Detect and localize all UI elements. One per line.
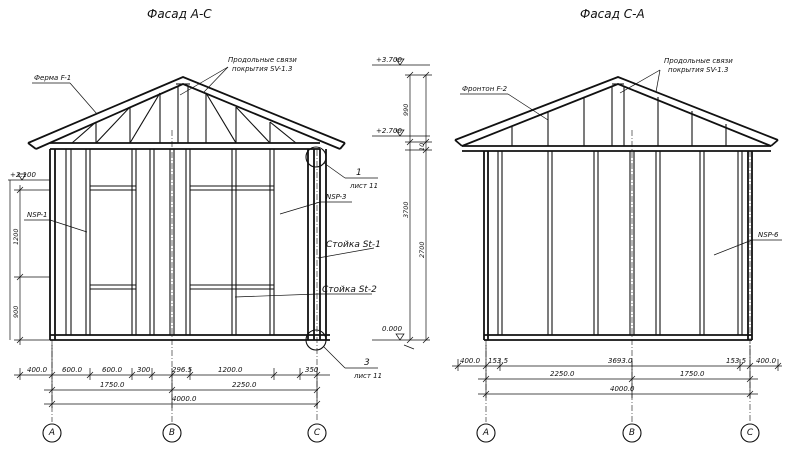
right-axis-bubbles: A B C [476,423,760,443]
right-facade: Фронтон F-2 Продольные связи покрытия SV… [452,57,782,443]
right-horizontal-dims: 400.0 153.5 3693.0 153.5 400.0 2250.0 17… [452,345,782,398]
left-facade: 1 лист 11 3 лист 11 Ферма F-1 Продольные… [8,56,382,443]
post2-label: Стойка St-2 [322,285,377,295]
dim-1200-h: 1200.0 [218,366,243,374]
ties-label-2: покрытия SV-1.3 [232,65,292,73]
rdim-3693: 3693.0 [608,357,633,365]
callout-1-sheet: лист 11 [349,182,378,190]
dim-600-a: 600.0 [62,366,83,374]
dim-300: 300 [137,366,151,374]
left-facade-title: Фасад А-С [147,7,212,21]
callout-1-number: 1 [356,168,362,178]
dim-990: 990 [402,104,410,116]
right-ties-label: Продольные связи [664,57,733,65]
dim-1750-left: 1750.0 [100,381,125,389]
axis-a-left: A [48,428,55,438]
dim-10: 10 [418,143,426,151]
dim-3700: 3700 [402,201,410,218]
rdim-2250: 2250.0 [550,370,575,378]
middle-levels: +3.700 +2.700 0.000 990 10 3700 2700 [372,56,432,350]
left-truss [27,76,346,150]
left-axis-bubbles: A B C [42,423,327,443]
level-0000: 0.000 [382,325,403,333]
left-horizontal-dims: 400.0 600.0 600.0 300 296.5 1200.0 350 1… [14,345,330,408]
rdim-400-left: 400.0 [460,357,481,365]
dim-1200: 1200 [12,228,20,245]
truss-label: Ферма F-1 [34,74,71,82]
axis-a-right: A [482,428,489,438]
nsp6-label: NSP-6 [758,231,779,239]
rdim-153-right: 153.5 [726,357,747,365]
dim-2700: 2700 [418,241,426,258]
rdim-1750: 1750.0 [680,370,705,378]
dim-400-left: 400.0 [27,366,48,374]
right-wall-frame [483,151,753,341]
rdim-153-left: 153.5 [488,357,509,365]
dim-4000-left: 4000.0 [172,395,197,403]
rdim-4000: 4000.0 [610,385,635,393]
right-gable [454,76,779,152]
dim-900: 900 [12,306,20,318]
ties-label: Продольные связи [228,56,297,64]
left-vertical-dims: 1200 900 [12,185,50,345]
callout-3-sheet: лист 11 [353,372,382,380]
axis-b-right: B [629,428,635,438]
rdim-400-right: 400.0 [756,357,777,365]
level-2700: +2.700 [376,127,402,135]
dim-2965: 296.5 [172,366,193,374]
callout-3-number: 3 [364,358,370,368]
gable-label: Фронтон F-2 [462,85,508,93]
right-ties-label-2: покрытия SV-1.3 [668,66,728,74]
dim-2250-left: 2250.0 [232,381,257,389]
nsp3-label: NSP-3 [326,193,347,201]
right-facade-title: Фасад С-А [580,7,645,21]
level-3700: +3.700 [376,56,402,64]
nsp1-label: NSP-1 [27,211,48,219]
axis-c-left: C [314,428,321,438]
axis-c-right: C [747,428,754,438]
dim-600-b: 600.0 [102,366,123,374]
axis-b-left: B [169,428,175,438]
post1-label: Стойка St-1 [326,240,381,250]
dim-350: 350 [305,366,319,374]
left-wall-frame [49,149,330,341]
level-2100: +2.100 [10,171,36,179]
